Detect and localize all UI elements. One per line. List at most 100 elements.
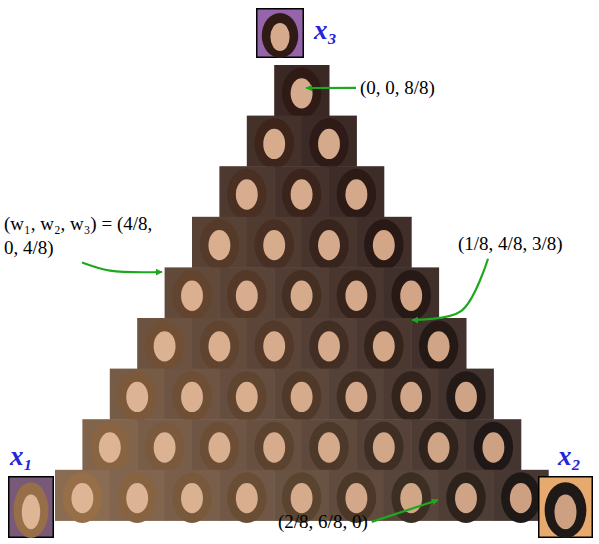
tile-face (318, 129, 340, 159)
leader-arrow (82, 263, 162, 273)
face-tile (274, 65, 329, 118)
tile-face (263, 230, 285, 260)
tile-hair (391, 371, 430, 422)
tile-face (345, 281, 367, 311)
face-tile (302, 318, 357, 371)
weight-callout: (0, 0, 8/8) (360, 76, 435, 100)
face-tile (411, 419, 466, 472)
tile-face (318, 331, 340, 361)
tile-hair (254, 422, 293, 473)
leader-arrow (372, 500, 438, 522)
image-frame (8, 476, 54, 538)
tile-hair (446, 472, 485, 523)
tile-face (126, 483, 148, 513)
tile-face (455, 483, 477, 513)
tile-hair (200, 219, 239, 270)
tile-face (236, 382, 258, 412)
face-tile (192, 318, 247, 371)
tile-hair (145, 321, 184, 372)
tile-face (291, 78, 313, 108)
tile-face (291, 179, 313, 209)
face-tile (329, 166, 384, 219)
face-tile (384, 267, 439, 320)
corner-image: x₃ (256, 8, 337, 58)
tile-hair (117, 371, 156, 422)
tile-hair (172, 270, 211, 321)
tile-face (428, 432, 450, 462)
tile-hair (254, 118, 293, 169)
tile-hair (337, 371, 376, 422)
face-tile (302, 217, 357, 270)
image-frame (256, 8, 304, 58)
tile-hair (227, 371, 266, 422)
face-tile (329, 369, 384, 422)
tile-face (181, 281, 203, 311)
tile-face (236, 281, 258, 311)
tile-face (71, 483, 93, 513)
tile-hair (364, 321, 403, 372)
tile-face (510, 483, 532, 513)
weight-callout: (1/8, 4/8, 3/8) (458, 232, 563, 256)
tile-hair (254, 219, 293, 270)
tile-hair (337, 169, 376, 220)
tile-hair (227, 169, 266, 220)
point-name: x₁ (10, 442, 33, 472)
tile-face (181, 483, 203, 513)
image-hair (262, 13, 298, 58)
face-tile (82, 419, 137, 472)
tile-hair (282, 68, 321, 119)
corner-image: x₂ (536, 442, 593, 538)
face-tile (247, 419, 302, 472)
point-name: x₃ (314, 16, 337, 46)
tile-face (400, 382, 422, 412)
tile-face (345, 382, 367, 412)
face-tile (274, 369, 329, 422)
tile-face (208, 432, 230, 462)
face-tile (247, 217, 302, 270)
tile-face (99, 432, 121, 462)
tile-face (482, 432, 504, 462)
face-tile (219, 369, 274, 422)
tile-hair (474, 422, 513, 473)
tile-face (318, 230, 340, 260)
face-tile (356, 419, 411, 472)
tile-hair (391, 472, 430, 523)
leader-arrow (306, 87, 356, 89)
face-tile (302, 116, 357, 169)
face-tile (192, 217, 247, 270)
tile-hair (282, 270, 321, 321)
image-ground (257, 9, 304, 58)
tile-face (455, 382, 477, 412)
tile-face (400, 281, 422, 311)
tile-face (236, 483, 258, 513)
face-tile (165, 267, 220, 320)
face-tile (274, 267, 329, 320)
tile-hair (419, 321, 458, 372)
face-tile (411, 318, 466, 371)
weight-callout: (w₁, w₂, w₃) = (4/8, 0, 4/8) (4, 212, 154, 260)
tile-face (428, 331, 450, 361)
face-tile (384, 369, 439, 422)
tile-face (291, 281, 313, 311)
face-tile (165, 470, 220, 523)
tile-face (181, 382, 203, 412)
tile-hair (172, 472, 211, 523)
tile-hair (309, 422, 348, 473)
face-tile (165, 369, 220, 422)
face-tile (247, 116, 302, 169)
face-tile (219, 267, 274, 320)
tile-hair (172, 371, 211, 422)
tile-face (345, 179, 367, 209)
tile-hair (227, 270, 266, 321)
tile-face (291, 382, 313, 412)
image-ground (9, 477, 54, 538)
face-tile (247, 318, 302, 371)
face-tile (219, 166, 274, 219)
tile-face (291, 483, 313, 513)
tile-hair (145, 422, 184, 473)
face-tile (55, 470, 110, 523)
tile-face (318, 432, 340, 462)
tile-face (236, 179, 258, 209)
tile-hair (364, 422, 403, 473)
